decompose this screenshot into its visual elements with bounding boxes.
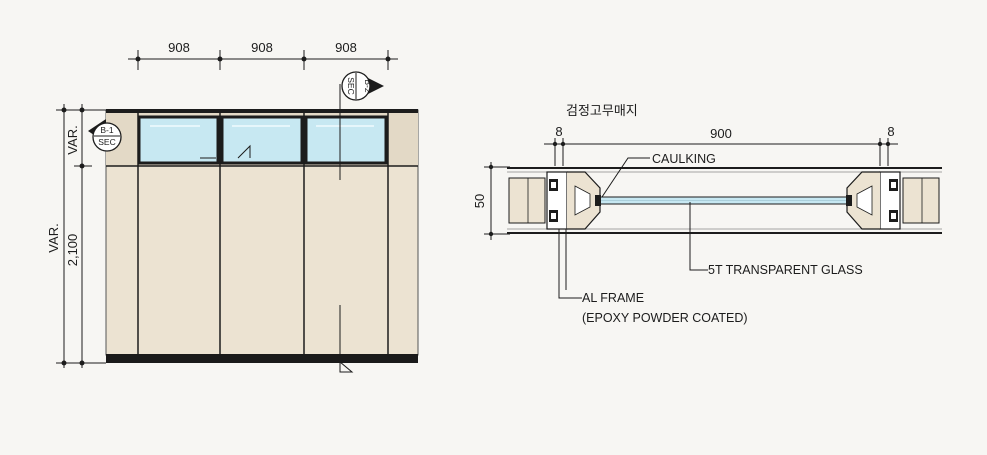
detail-top-dimension: 8 900 8 [544, 124, 898, 166]
callout-frame-line1: AL FRAME [582, 291, 644, 305]
top-dimension-label: 908 [168, 40, 190, 55]
callout-al-frame: AL FRAME (EPOXY POWDER COATED) [558, 229, 748, 325]
al-frame-left [546, 171, 601, 230]
elevation-drawing: 908 908 908 VAR. VAR. 2,100 B-1 SEC [46, 40, 419, 373]
head-rail [106, 109, 418, 113]
detail-title: 검정고무매지 [566, 104, 638, 119]
top-dimension-label: 908 [251, 40, 273, 55]
left-dimension-lines: VAR. VAR. 2,100 [46, 104, 106, 368]
transom-glass-pane [137, 115, 220, 165]
section-detail-drawing: 검정고무매지 8 900 8 50 [472, 104, 942, 325]
callout-glass-label: 5T TRANSPARENT GLASS [708, 263, 863, 277]
callout-frame-line2: (EPOXY POWDER COATED) [582, 311, 748, 325]
top-dimension-line: 908 908 908 [128, 40, 398, 70]
top-dimension-label: 908 [335, 40, 357, 55]
detail-dim-right: 8 [887, 124, 894, 139]
callout-caulking-label: CAULKING [652, 152, 716, 166]
left-dimension-var-bottom: VAR. [46, 223, 61, 252]
al-frame-right [846, 171, 901, 230]
callout-caulking: CAULKING [601, 152, 716, 198]
wall-panel-section [902, 177, 940, 224]
wall-panel-section [508, 177, 546, 224]
transom-glass-group [137, 115, 388, 165]
section-marker-b2-id: B-2 [363, 79, 373, 93]
glass-pane-section [595, 195, 852, 206]
section-marker-b2: B-2 SEC [341, 71, 384, 101]
transom-glass-pane [304, 115, 388, 165]
detail-dim-left: 8 [555, 124, 562, 139]
section-marker-b1: B-1 SEC [88, 119, 122, 152]
left-dimension-var-top: VAR. [65, 125, 80, 154]
callout-glass: 5T TRANSPARENT GLASS [689, 202, 863, 277]
detail-dim-middle: 900 [710, 126, 732, 141]
detail-left-dimension: 50 [472, 162, 510, 240]
section-marker-b2-type: SEC [346, 77, 356, 94]
detail-dim-height: 50 [472, 194, 487, 208]
section-marker-b1-id: B-1 [100, 125, 114, 135]
floor-base [106, 354, 418, 363]
section-marker-b1-type: SEC [98, 137, 115, 147]
left-dimension-height: 2,100 [65, 234, 80, 267]
transom-glass-pane [220, 115, 304, 165]
